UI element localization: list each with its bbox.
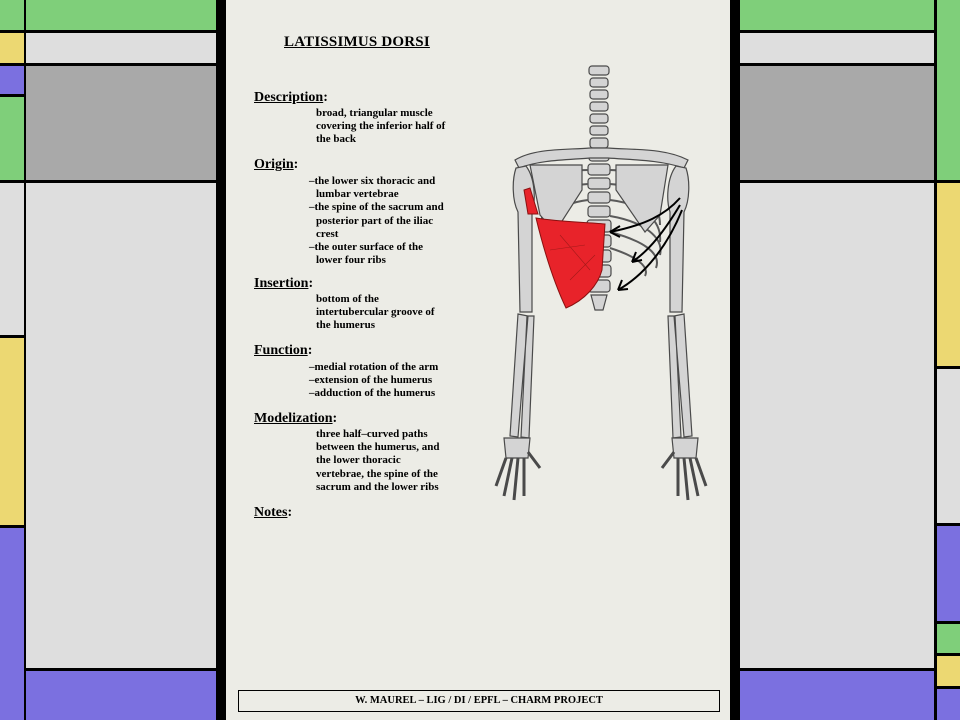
left-scapula: [529, 164, 583, 233]
colon: :: [323, 90, 328, 105]
document-page: [226, 0, 730, 720]
deco-block: [26, 671, 216, 720]
function-line: –medial rotation of the arm: [309, 361, 439, 373]
insertion-line: the humerus: [316, 319, 375, 332]
colon: :: [332, 411, 338, 426]
deco-block: [937, 526, 960, 621]
description-heading: Description:: [254, 90, 328, 106]
origin-line: posterior part of the iliac: [316, 214, 434, 227]
function-heading-text: Function: [254, 343, 308, 358]
modelization-line: the lower thoracic: [316, 454, 401, 467]
right-hand: [660, 437, 708, 501]
origin-body: –the lower six thoracic and lumbar verte…: [309, 175, 444, 267]
origin-heading: Origin:: [254, 157, 298, 173]
function-line: –adduction of the humerus: [309, 387, 436, 400]
deco-block: [740, 66, 934, 180]
deco-block: [0, 183, 24, 335]
origin-heading-text: Origin: [254, 157, 294, 172]
deco-block: [740, 0, 934, 30]
deco-block: [740, 671, 934, 720]
insertion-line: intertubercular groove of: [316, 306, 435, 319]
right-humerus: [667, 165, 690, 313]
insertion-heading-text: Insertion: [254, 276, 309, 291]
colon: :: [308, 276, 314, 291]
footer-credit: W. MAUREL – LIG / DI / EPFL – CHARM PROJ…: [238, 690, 720, 712]
colon: :: [307, 343, 313, 358]
left-humerus: [512, 165, 535, 313]
function-body: –medial rotation of the arm –extension o…: [309, 361, 438, 401]
modelization-line: three half–curved paths: [316, 428, 428, 440]
insertion-heading: Insertion:: [254, 276, 313, 292]
left-forearm: [509, 313, 535, 439]
right-forearm: [667, 313, 693, 439]
deco-block: [0, 0, 24, 30]
modelization-heading: Modelization:: [254, 411, 337, 427]
description-line: the back: [316, 133, 357, 146]
right-scapula: [615, 164, 669, 233]
function-line: –extension of the humerus: [309, 374, 433, 387]
origin-line: lumbar vertebrae: [316, 188, 399, 201]
deco-block: [0, 66, 24, 94]
insertion-line: bottom of the: [316, 293, 379, 305]
deco-block: [937, 656, 960, 686]
deco-block: [26, 33, 216, 63]
deco-block: [937, 689, 960, 720]
deco-block: [740, 33, 934, 63]
colon: :: [293, 157, 299, 172]
deco-block: [937, 0, 960, 180]
description-heading-text: Description: [254, 90, 324, 105]
deco-block: [0, 338, 24, 525]
deco-block: [937, 183, 960, 366]
modelization-heading-text: Modelization: [254, 411, 333, 426]
latissimus-dorsi-muscle: [523, 187, 606, 309]
deco-block: [937, 624, 960, 653]
function-heading: Function:: [254, 343, 312, 359]
deco-block: [0, 528, 24, 720]
modelization-line: sacrum and the lower ribs: [316, 480, 439, 493]
deco-block: [26, 183, 216, 668]
deco-block: [26, 0, 216, 30]
modelization-body: three half–curved paths between the hume…: [316, 428, 439, 494]
shoulder-girdle: [514, 147, 689, 169]
left-hand: [494, 437, 542, 501]
modelization-arrows: [609, 197, 683, 291]
origin-line: crest: [316, 227, 339, 240]
deco-block: [0, 33, 24, 63]
modelization-line: vertebrae, the spine of the: [316, 467, 438, 480]
origin-line: lower four ribs: [316, 254, 386, 267]
notes-heading: Notes:: [254, 505, 292, 521]
deco-block: [740, 183, 934, 668]
colon: :: [287, 505, 293, 520]
notes-heading-text: Notes: [254, 505, 288, 520]
page-title: LATISSIMUS DORSI: [284, 34, 430, 50]
description-body: broad, triangular muscle covering the in…: [316, 107, 445, 147]
deco-block: [937, 369, 960, 523]
deco-block: [26, 66, 216, 180]
origin-line: –the lower six thoracic and: [309, 175, 436, 187]
modelization-line: between the humerus, and: [316, 441, 440, 454]
insertion-body: bottom of the intertubercular groove of …: [316, 293, 435, 333]
description-line: covering the inferior half of: [316, 120, 446, 133]
deco-block: [0, 97, 24, 180]
origin-line: –the spine of the sacrum and: [309, 201, 444, 214]
description-line: broad, triangular muscle: [316, 107, 433, 119]
origin-line: –the outer surface of the: [309, 241, 424, 254]
